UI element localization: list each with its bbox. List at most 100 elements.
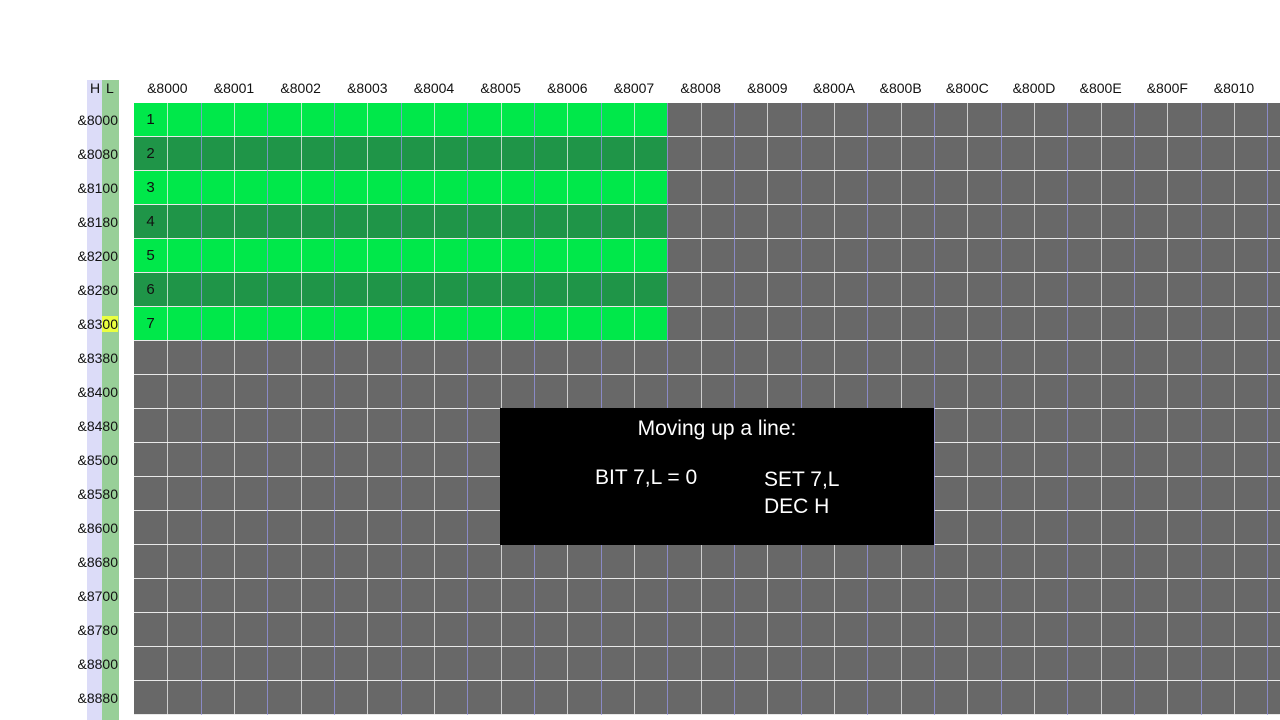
column-divider xyxy=(200,103,202,715)
address-high-byte: &83 xyxy=(77,350,103,366)
row-divider xyxy=(134,238,1280,239)
row-divider xyxy=(134,340,1280,341)
row-address: &8680 xyxy=(78,554,119,570)
row-address: &8500 xyxy=(78,452,119,468)
row-address: &8780 xyxy=(78,622,119,638)
column-divider xyxy=(167,103,169,715)
row-address: &8280 xyxy=(78,282,119,298)
address-high-byte: &80 xyxy=(77,112,103,128)
column-divider xyxy=(1034,103,1035,715)
address-low-byte: 80 xyxy=(102,146,118,162)
row-address: &8400 xyxy=(78,384,119,400)
empty-row xyxy=(667,205,1280,239)
address-high-byte: &85 xyxy=(77,452,103,468)
column-divider xyxy=(1134,103,1135,715)
column-divider xyxy=(934,103,935,715)
column-divider xyxy=(367,103,369,715)
row-address: &8100 xyxy=(78,180,119,196)
row-address: &8180 xyxy=(78,214,119,230)
empty-row xyxy=(134,647,1280,681)
row-number: 2 xyxy=(146,145,155,162)
column-header: &8008 xyxy=(680,80,721,96)
row-divider xyxy=(134,204,1280,205)
empty-row xyxy=(134,341,1280,375)
address-high-byte: &87 xyxy=(77,588,103,604)
column-header: &800C xyxy=(945,80,989,96)
address-high-byte: &86 xyxy=(77,520,103,536)
column-divider xyxy=(267,103,269,715)
row-address: &8880 xyxy=(78,690,119,706)
row-divider xyxy=(134,646,1280,647)
column-header: &800A xyxy=(812,80,855,96)
row-divider xyxy=(134,612,1280,613)
address-low-byte: 00 xyxy=(102,248,118,264)
empty-row xyxy=(134,681,1280,715)
column-header: &800B xyxy=(879,80,922,96)
empty-row xyxy=(134,545,1280,579)
row-divider xyxy=(134,374,1280,375)
row-number: 1 xyxy=(146,111,155,128)
column-divider xyxy=(1167,103,1169,715)
empty-row xyxy=(667,171,1280,205)
row-address: &8380 xyxy=(78,350,119,366)
column-header: &8005 xyxy=(480,80,521,96)
address-high-byte: &83 xyxy=(77,316,103,332)
address-low-byte: 00 xyxy=(102,588,118,604)
address-low-byte: 80 xyxy=(102,282,118,298)
address-low-byte: 80 xyxy=(102,486,118,502)
column-header: &800F xyxy=(1146,80,1188,96)
address-low-byte: 00 xyxy=(102,656,118,672)
row-address: &8480 xyxy=(78,418,119,434)
column-divider xyxy=(434,103,435,715)
column-header: &8007 xyxy=(613,80,655,96)
h-register-column xyxy=(87,80,102,720)
row-address: &8700 xyxy=(78,588,119,604)
column-divider xyxy=(1000,103,1002,715)
address-low-byte: 00 xyxy=(102,112,118,128)
column-divider xyxy=(1234,103,1235,715)
l-header: L xyxy=(106,80,114,96)
empty-row xyxy=(134,579,1280,613)
address-low-byte: 00 xyxy=(102,180,118,196)
empty-row xyxy=(667,103,1280,137)
address-high-byte: &80 xyxy=(77,146,103,162)
l-register-column xyxy=(102,80,119,720)
h-header: H xyxy=(90,80,101,96)
column-header: &800D xyxy=(1012,80,1056,96)
empty-row xyxy=(134,613,1280,647)
address-low-byte: 80 xyxy=(102,350,118,366)
column-divider xyxy=(334,103,335,715)
column-header: &8004 xyxy=(413,80,455,96)
column-header: &8000 xyxy=(147,80,188,96)
row-number: 6 xyxy=(146,281,155,298)
address-low-byte: 80 xyxy=(102,554,118,570)
empty-row xyxy=(667,239,1280,273)
address-low-byte: 80 xyxy=(102,690,118,706)
column-header: &8006 xyxy=(547,80,588,96)
address-high-byte: &85 xyxy=(77,486,103,502)
row-address: &8300 xyxy=(77,316,118,332)
address-low-byte: 00 xyxy=(102,520,118,536)
address-high-byte: &88 xyxy=(77,656,103,672)
column-divider xyxy=(467,103,469,715)
empty-row xyxy=(667,273,1280,307)
action-line: DEC H xyxy=(764,495,830,518)
row-number: 4 xyxy=(146,213,155,230)
address-low-byte: 00 xyxy=(102,316,118,332)
address-high-byte: &81 xyxy=(77,214,103,230)
row-address: &8200 xyxy=(78,248,119,264)
actions-text: SET 7,L DEC H xyxy=(764,466,840,520)
row-divider xyxy=(134,306,1280,307)
address-high-byte: &82 xyxy=(77,248,103,264)
column-divider xyxy=(400,103,402,715)
column-header: &8003 xyxy=(347,80,388,96)
column-divider xyxy=(1100,103,1102,715)
empty-row xyxy=(667,307,1280,341)
row-number: 3 xyxy=(146,179,155,196)
row-number: 7 xyxy=(146,315,155,332)
empty-row xyxy=(667,137,1280,171)
row-address: &8000 xyxy=(78,112,119,128)
explanation-title: Moving up a line: xyxy=(637,417,797,440)
column-divider xyxy=(1267,103,1269,715)
address-high-byte: &84 xyxy=(77,384,103,400)
